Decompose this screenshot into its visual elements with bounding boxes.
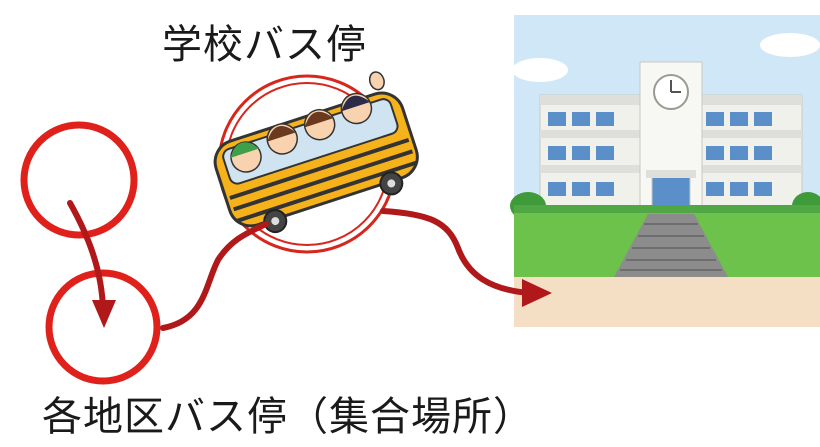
window bbox=[548, 112, 566, 126]
window bbox=[572, 182, 590, 196]
route-to-school-stop bbox=[160, 221, 269, 331]
window bbox=[706, 112, 724, 126]
cloud-left bbox=[512, 58, 568, 82]
arrow-down-head bbox=[92, 300, 116, 328]
window bbox=[596, 112, 614, 126]
cloud-right bbox=[760, 33, 820, 57]
hedge bbox=[514, 205, 820, 215]
district-bus-stop-circle-upper bbox=[20, 121, 138, 239]
bus-icon bbox=[213, 71, 419, 234]
window bbox=[754, 146, 772, 160]
window bbox=[730, 146, 748, 160]
arrow-to-school-head bbox=[522, 279, 552, 307]
window bbox=[572, 112, 590, 126]
window bbox=[706, 182, 724, 196]
district-bus-stop-label: 各地区バス停（集合場所） bbox=[42, 394, 534, 440]
window bbox=[730, 112, 748, 126]
route-to-school bbox=[380, 208, 533, 296]
window bbox=[572, 146, 590, 160]
window bbox=[754, 112, 772, 126]
window bbox=[706, 146, 724, 160]
school-bus-stop-label: 学校バス停 bbox=[162, 22, 367, 68]
arrow-down bbox=[67, 200, 106, 313]
stairs bbox=[614, 214, 728, 277]
window bbox=[548, 182, 566, 196]
district-bus-stop-circle-lower bbox=[45, 269, 161, 385]
window bbox=[548, 146, 566, 160]
window bbox=[754, 182, 772, 196]
window bbox=[596, 146, 614, 160]
window bbox=[596, 182, 614, 196]
ground bbox=[514, 277, 820, 327]
school-illustration bbox=[510, 15, 820, 327]
window bbox=[730, 182, 748, 196]
